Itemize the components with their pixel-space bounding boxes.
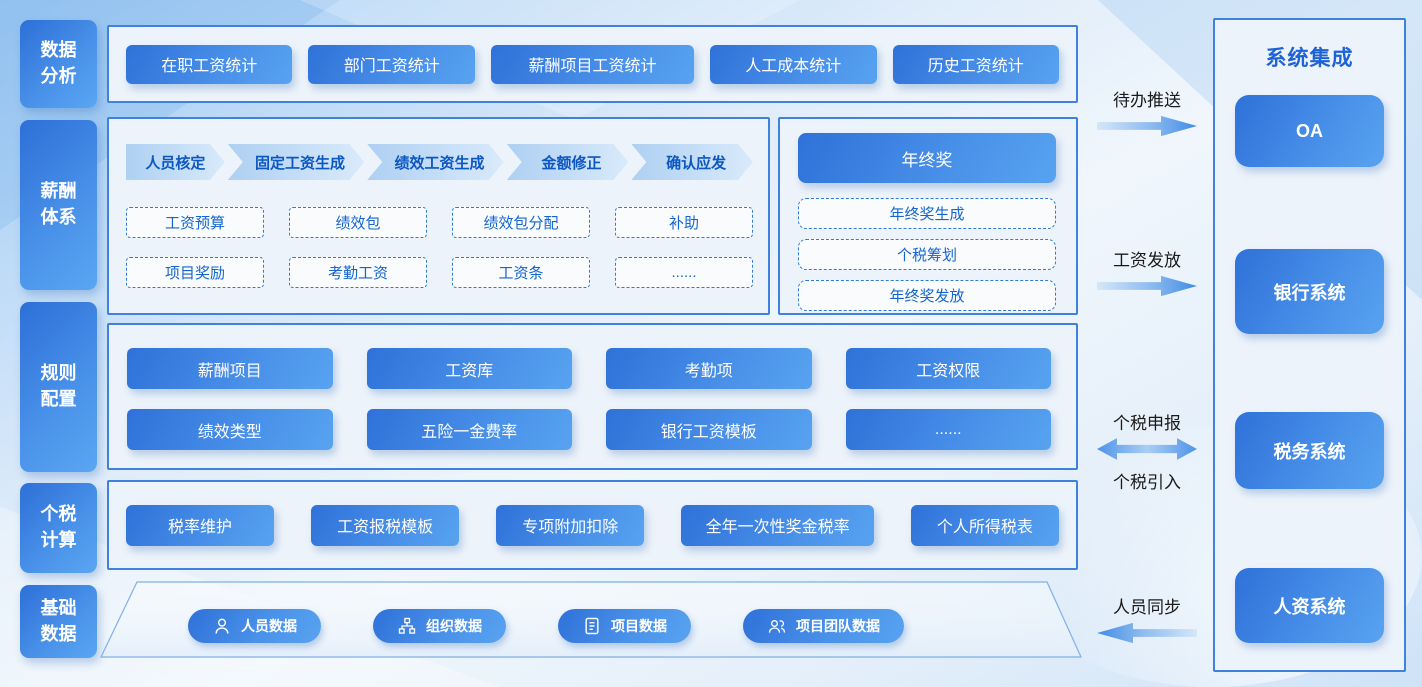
bank-template-button[interactable]: 银行工资模板 [606,409,812,450]
base-data-pills: 人员数据 组织数据 项目数据 项目团队数据 [188,609,904,643]
pill-label: 组织数据 [426,618,482,634]
connector-label-tax-declare: 个税申报 [1113,414,1181,433]
salary-budget-button[interactable]: 工资预算 [126,207,264,238]
bonus-payout-button[interactable]: 年终奖发放 [798,280,1056,311]
annual-bonus-tax-rate-button[interactable]: 全年一次性奖金税率 [681,504,874,546]
salary-process-flow: 人员核定 固定工资生成 绩效工资生成 金额修正 确认应发 [126,144,753,180]
connector-label-tax-import: 个税引入 [1113,473,1181,492]
tax-report-template-button[interactable]: 工资报税模板 [311,504,460,546]
panel-title: 系统集成 [1265,47,1354,70]
salary-system-section: 人员核定 固定工资生成 绩效工资生成 金额修正 确认应发 工资预算 绩效包 绩效… [107,117,770,315]
sidebar-item-data-analytics[interactable]: 数据分析 [20,20,97,108]
sidebar-item-label: 基础数据 [40,597,77,644]
system-integration-panel: 系统集成 OA 银行系统 税务系统 人资系统 [1213,18,1406,672]
sidebar-item-label: 数据分析 [40,40,77,86]
performance-allocation-button[interactable]: 绩效包分配 [452,207,590,238]
sidebar-item-label: 个税计算 [40,504,77,550]
subsidy-button[interactable]: 补助 [615,207,753,238]
insurance-rate-button[interactable]: 五险一金费率 [366,409,572,450]
arrow-right-icon [1097,275,1197,297]
tax-system-button[interactable]: 税务系统 [1235,412,1384,489]
analytics-section: 在职工资统计 部门工资统计 薪酬项目工资统计 人工成本统计 历史工资统计 [107,25,1078,103]
bonus-tax-planning-button[interactable]: 个税筹划 [798,239,1056,270]
tax-rate-maintain-button[interactable]: 税率维护 [126,504,275,546]
org-icon [398,617,416,634]
active-salary-stats-button[interactable]: 在职工资统计 [126,44,293,84]
salary-items-button[interactable]: 薪酬项目 [127,348,333,389]
sidebar-item-label: 薪酬体系 [40,181,77,227]
flow-step-fixed-salary[interactable]: 固定工资生成 [228,144,364,180]
organization-data-pill[interactable]: 组织数据 [373,609,506,643]
pill-label: 项目团队数据 [796,618,880,634]
annual-bonus-section: 年终奖 年终奖生成 个税筹划 年终奖发放 [778,117,1078,315]
attendance-items-button[interactable]: 考勤项 [606,348,812,389]
sidebar-item-salary-system[interactable]: 薪酬体系 [20,120,97,290]
salary-item-stats-button[interactable]: 薪酬项目工资统计 [490,44,695,84]
arrow-both-icon [1097,438,1197,460]
document-icon [585,617,599,635]
personnel-data-pill[interactable]: 人员数据 [188,609,321,643]
flow-step-personnel-check[interactable]: 人员核定 [126,144,225,180]
tax-calc-grid: 税率维护 工资报税模板 专项附加扣除 全年一次性奖金税率 个人所得税表 [109,482,1076,568]
project-reward-button[interactable]: 项目奖励 [126,257,264,288]
bank-system-button[interactable]: 银行系统 [1235,249,1384,334]
more-ellipsis-button[interactable]: ...... [615,257,753,288]
tax-calc-section: 税率维护 工资报税模板 专项附加扣除 全年一次性奖金税率 个人所得税表 [107,480,1078,570]
sidebar-item-base-data[interactable]: 基础数据 [20,585,97,658]
sidebar-item-rule-config[interactable]: 规则配置 [20,302,97,472]
performance-package-button[interactable]: 绩效包 [289,207,427,238]
connector-label-salary-payout: 工资发放 [1113,251,1181,270]
flow-step-confirm-payable[interactable]: 确认应发 [631,144,753,180]
connector-label-personnel-sync: 人员同步 [1113,598,1181,617]
flow-step-performance-salary[interactable]: 绩效工资生成 [367,144,503,180]
oa-system-button[interactable]: OA [1235,95,1384,167]
salary-feature-grid: 工资预算 绩效包 绩效包分配 补助 项目奖励 考勤工资 工资条 ...... [126,207,753,288]
salary-permission-button[interactable]: 工资权限 [845,348,1051,389]
performance-type-button[interactable]: 绩效类型 [127,409,333,450]
rule-config-section: 薪酬项目 工资库 考勤项 工资权限 绩效类型 五险一金费率 银行工资模板 ...… [107,323,1078,470]
salary-repository-button[interactable]: 工资库 [366,348,572,389]
department-salary-stats-button[interactable]: 部门工资统计 [308,44,475,84]
hr-system-button[interactable]: 人资系统 [1235,568,1384,643]
annual-bonus-header[interactable]: 年终奖 [798,133,1056,183]
bonus-generate-button[interactable]: 年终奖生成 [798,198,1056,229]
person-icon [215,618,229,634]
project-team-data-pill[interactable]: 项目团队数据 [743,609,904,643]
history-salary-stats-button[interactable]: 历史工资统计 [892,44,1059,84]
arrow-left-icon [1097,622,1197,644]
team-icon [768,619,786,633]
income-tax-table-button[interactable]: 个人所得税表 [910,504,1059,546]
attendance-salary-button[interactable]: 考勤工资 [289,257,427,288]
rule-config-grid: 薪酬项目 工资库 考勤项 工资权限 绩效类型 五险一金费率 银行工资模板 ...… [127,348,1051,450]
labor-cost-stats-button[interactable]: 人工成本统计 [710,44,877,84]
pill-label: 项目数据 [611,618,667,634]
flow-step-amount-correction[interactable]: 金额修正 [507,144,629,180]
special-deduction-button[interactable]: 专项附加扣除 [496,504,645,546]
project-data-pill[interactable]: 项目数据 [558,609,691,643]
more-ellipsis-button[interactable]: ...... [845,409,1051,450]
sidebar-item-label: 规则配置 [40,363,77,409]
sidebar-item-tax-calc[interactable]: 个税计算 [20,483,97,573]
pill-label: 人员数据 [241,618,297,634]
payslip-button[interactable]: 工资条 [452,257,590,288]
connector-label-todo-push: 待办推送 [1113,91,1181,110]
arrow-right-icon [1097,115,1197,137]
